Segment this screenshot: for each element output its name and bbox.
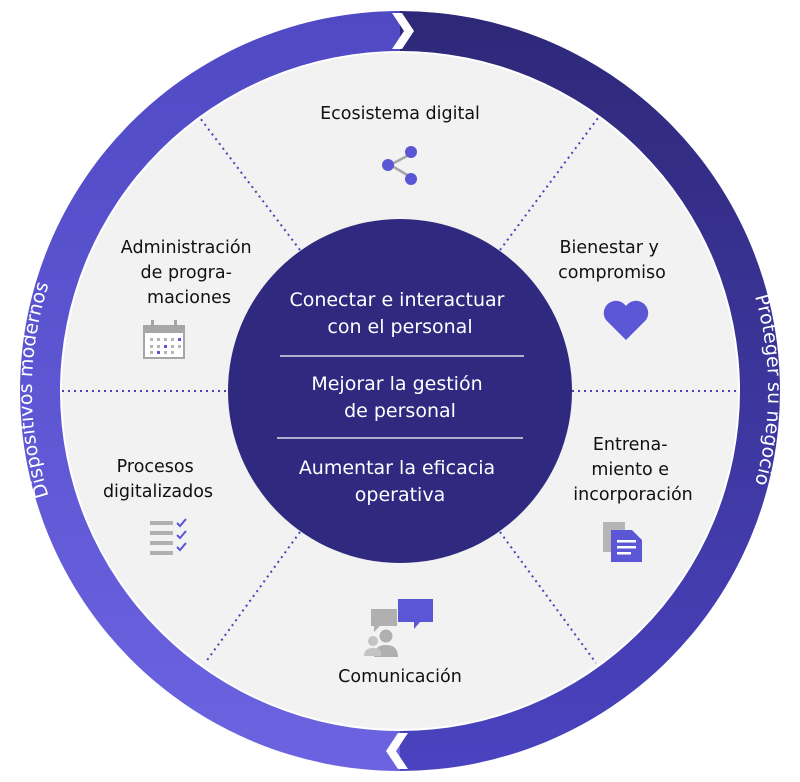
divider-upper-left (199, 117, 301, 251)
share-nodes-icon (382, 146, 417, 185)
segment-label-procesos: Procesos digitalizados (103, 457, 213, 502)
calendar-icon (143, 320, 185, 359)
ring-chevron-top (392, 13, 414, 49)
ring-left (20, 11, 400, 771)
chat-people-icon (364, 599, 433, 657)
core-item-conectar: Conectar e interactuar con el personal (289, 289, 510, 338)
document-icon (603, 522, 642, 562)
segment-dividers (62, 117, 738, 664)
segment-label-entrenamiento: Entrena- miento e incorporación (573, 435, 693, 505)
ring-chevron-bottom (386, 733, 408, 769)
segment-label-comunicacion: Comunicación (338, 667, 462, 687)
segment-label-administracion: Administración de progra- maciones (121, 238, 257, 308)
segment-label-ecosistema: Ecosistema digital (320, 104, 480, 124)
core-circle (228, 219, 572, 563)
heart-icon (603, 300, 649, 340)
core-item-mejorar: Mejorar la gestión de personal (311, 373, 488, 422)
core-item-aumentar: Aumentar la eficacia operativa (299, 457, 501, 506)
checklist-icon (150, 518, 187, 555)
ring-right (400, 11, 780, 771)
segment-label-bienestar: Bienestar y compromiso (558, 238, 666, 283)
